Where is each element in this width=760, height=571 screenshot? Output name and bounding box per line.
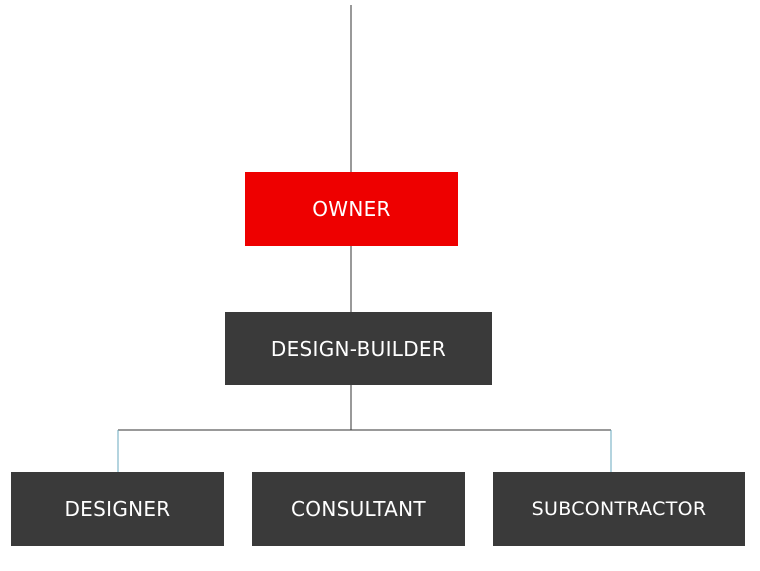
design-builder-label: DESIGN-BUILDER — [270, 336, 447, 361]
owner-label: OWNER — [312, 197, 391, 221]
subcontractor-node: SUBCONTRACTOR — [493, 472, 745, 546]
owner-node: OWNER — [245, 172, 458, 246]
consultant-node: CONSULTANT — [252, 472, 465, 546]
consultant-label: CONSULTANT — [291, 497, 426, 521]
design-builder-node: DESIGN-BUILDER — [225, 312, 492, 385]
designer-node: DESIGNER — [11, 472, 224, 546]
subcontractor-label: SUBCONTRACTOR — [531, 498, 707, 520]
designer-label: DESIGNER — [64, 497, 171, 521]
